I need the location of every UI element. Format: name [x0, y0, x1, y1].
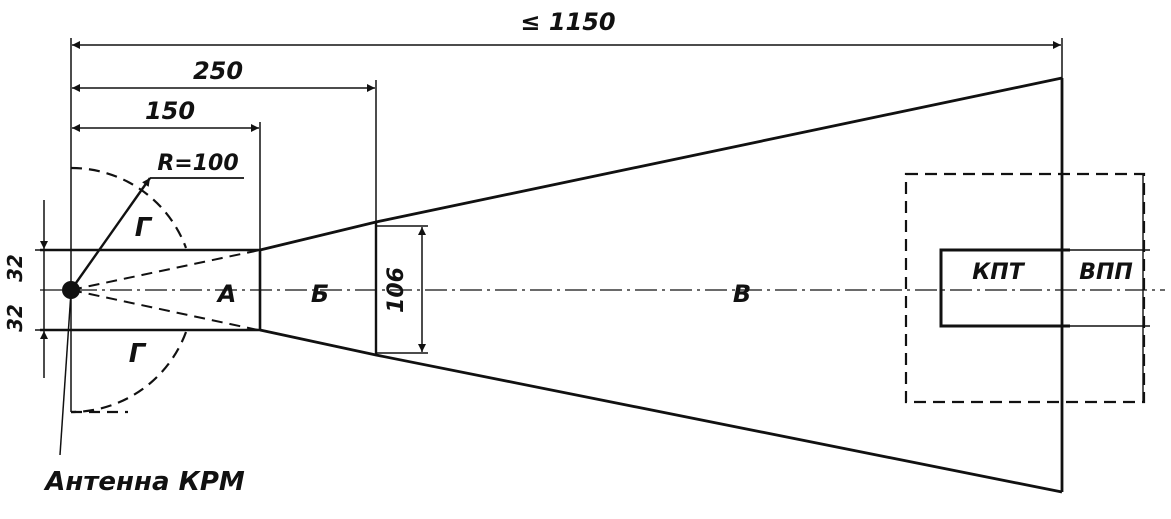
runway-threshold-label: КПТ — [972, 260, 1025, 285]
offset-label-top: 32 — [3, 254, 27, 282]
radius-label: R=100 — [157, 151, 238, 176]
dimension-label-250: 250 — [193, 57, 243, 85]
zone-a-label: А — [216, 280, 237, 308]
radius-arrow — [70, 177, 151, 291]
zone-v-label: В — [733, 280, 751, 308]
runway-area-dashed — [904, 172, 1146, 404]
runway-label: ВПП — [1079, 260, 1133, 285]
zone-g-top-label: Г — [135, 213, 153, 243]
dimension-label-1150: ≤ 1150 — [520, 8, 615, 36]
zone-b-label: Б — [311, 280, 329, 308]
antenna-beam-bottom — [70, 289, 259, 331]
zone-g-bottom-arc — [70, 331, 188, 414]
dimension-label-150: 150 — [145, 97, 195, 125]
offset-label-bottom: 32 — [3, 304, 27, 332]
dimension-label-106: 106 — [384, 267, 409, 313]
antenna-marker — [62, 281, 80, 299]
zone-trapezoid-bottom — [259, 328, 1063, 494]
zone-g-bottom-label: Г — [129, 339, 147, 369]
antenna-leader — [59, 291, 72, 456]
runway-threshold — [939, 248, 1070, 328]
antenna-label: Антенна КРМ — [43, 467, 245, 497]
antenna-beam-top — [70, 249, 261, 291]
zone-trapezoid-top — [259, 76, 1063, 252]
